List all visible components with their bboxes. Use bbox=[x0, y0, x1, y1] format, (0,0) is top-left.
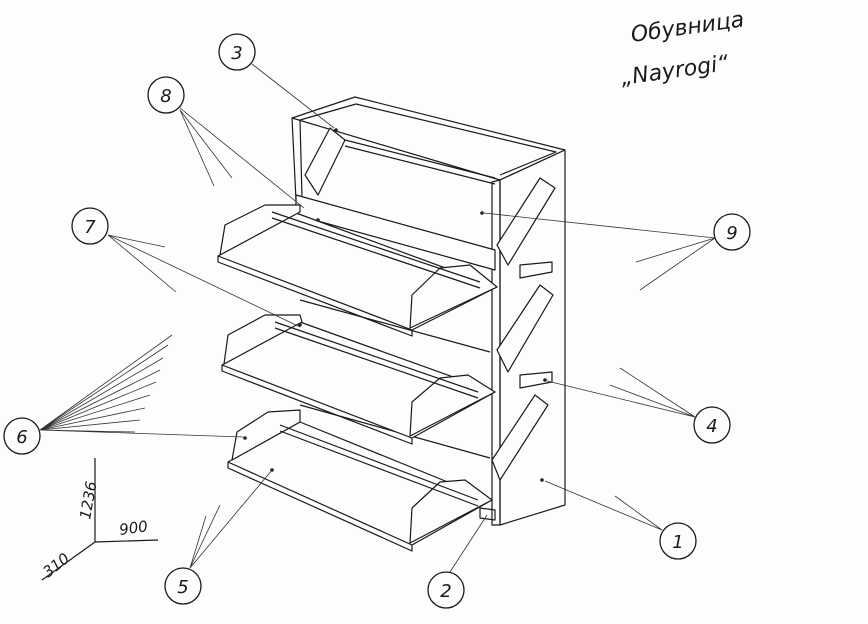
top-shelf-side bbox=[304, 127, 346, 196]
dimension-axes: 1236 900 310 bbox=[39, 458, 159, 581]
flip-doors bbox=[491, 177, 556, 481]
svg-text:8: 8 bbox=[160, 86, 171, 107]
svg-text:5: 5 bbox=[177, 577, 188, 598]
svg-text:9: 9 bbox=[726, 223, 737, 244]
shelf-1 bbox=[217, 194, 498, 337]
shelf-3 bbox=[227, 409, 496, 552]
title-line1: Обувница bbox=[629, 7, 745, 48]
svg-text:3: 3 bbox=[231, 43, 242, 64]
callout-2: 2 bbox=[427, 571, 465, 609]
svg-text:4: 4 bbox=[706, 416, 717, 437]
leader-lines bbox=[39, 63, 716, 573]
callout-6: 6 bbox=[3, 417, 41, 455]
callout-4: 4 bbox=[693, 406, 731, 444]
callout-3: 3 bbox=[218, 33, 256, 71]
dim-width: 900 bbox=[118, 517, 149, 539]
dim-height: 1236 bbox=[76, 480, 100, 521]
callout-1: 1 bbox=[659, 522, 697, 560]
dim-depth: 310 bbox=[39, 549, 73, 581]
title-line2: „Nayrogi“ bbox=[619, 51, 730, 91]
svg-text:2: 2 bbox=[440, 581, 451, 602]
callout-9: 9 bbox=[713, 213, 751, 251]
svg-text:7: 7 bbox=[84, 217, 96, 238]
callout-5: 5 bbox=[164, 567, 202, 605]
svg-text:6: 6 bbox=[16, 427, 27, 448]
shelf-2 bbox=[221, 314, 496, 445]
callout-8: 8 bbox=[147, 76, 185, 114]
svg-text:1: 1 bbox=[672, 532, 683, 553]
callout-7: 7 bbox=[71, 207, 109, 245]
